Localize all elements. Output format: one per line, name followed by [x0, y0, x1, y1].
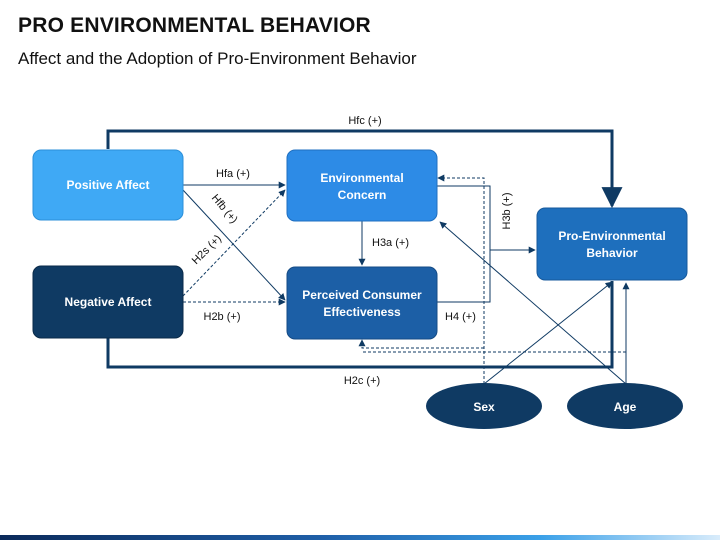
sex-to-concern-dashed [437, 174, 485, 384]
h3a-label: H3a (+) [372, 237, 409, 249]
h4-label: H4 (+) [445, 311, 476, 323]
age-to-concern-arrow [439, 221, 627, 385]
consumer-effectiveness-label-line2: Effectiveness [323, 305, 401, 319]
hfc-label: Hfc (+) [348, 115, 381, 127]
bottom-accent-bar [0, 535, 720, 540]
page-subtitle: Affect and the Adoption of Pro-Environme… [18, 49, 417, 68]
h4-connector [437, 250, 491, 303]
h2b-label: H2b (+) [204, 311, 241, 323]
pro-environmental-label-line1: Pro-Environmental [558, 229, 665, 243]
environmental-concern-label-line1: Environmental [320, 171, 403, 185]
h2c-label: H2c (+) [344, 375, 380, 387]
h3b-label: H3b (+) [501, 193, 513, 230]
sex-to-behavior-arrow [483, 281, 613, 385]
age-label: Age [614, 400, 637, 414]
h2s-arrow [182, 189, 286, 297]
age-node: Age [567, 383, 683, 429]
positive-affect-node: Positive Affect [32, 149, 184, 221]
environmental-concern-label-line2: Concern [338, 188, 387, 202]
h2c-connector [106, 281, 614, 369]
hfb-arrow [182, 189, 286, 301]
pro-environmental-label-line2: Behavior [586, 246, 638, 260]
consumer-effectiveness-node: Perceived Consumer Effectiveness [286, 266, 438, 340]
sex-label: Sex [473, 400, 495, 414]
sex-to-effectiveness-dashed [358, 339, 484, 349]
hfa-label: Hfa (+) [216, 168, 250, 180]
consumer-effectiveness-label-line1: Perceived Consumer [302, 288, 422, 302]
negative-affect-label: Negative Affect [65, 295, 152, 309]
hfc-connector [106, 129, 623, 209]
pro-environmental-behavior-node: Pro-Environmental Behavior [536, 207, 688, 281]
hfb-label: Hfb (+) [209, 192, 240, 226]
h2s-label: H2s (+) [190, 233, 224, 267]
positive-affect-label: Positive Affect [67, 178, 150, 192]
environmental-concern-node: Environmental Concern [286, 149, 438, 222]
h3b-connector [437, 185, 536, 254]
negative-affect-node: Negative Affect [32, 265, 184, 339]
sex-node: Sex [426, 383, 542, 429]
page-title: PRO ENVIRONMENTAL BEHAVIOR [18, 14, 371, 37]
